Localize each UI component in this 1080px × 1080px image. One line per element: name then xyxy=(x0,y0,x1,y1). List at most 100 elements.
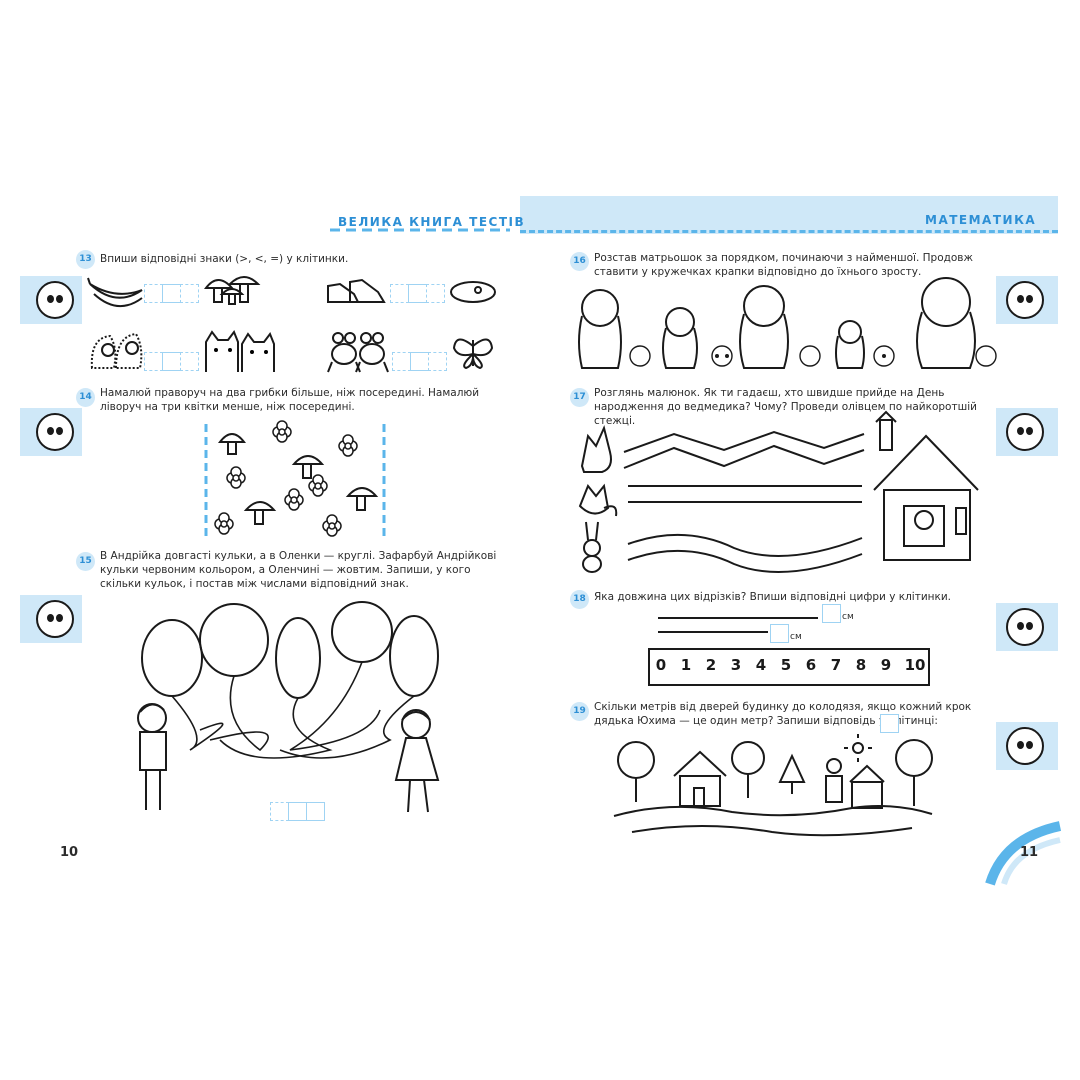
face-tab-15 xyxy=(20,595,82,643)
page-number-right: 11 xyxy=(1020,845,1039,860)
task-13-number: 13 xyxy=(76,250,95,269)
task-17-number: 17 xyxy=(570,388,589,407)
header-left-dash xyxy=(330,228,510,232)
compare-cell[interactable] xyxy=(408,284,427,303)
nesting-dolls-figure xyxy=(578,277,997,369)
smiley-face-icon xyxy=(1006,727,1044,765)
tree-icon xyxy=(895,739,933,806)
compare-cell[interactable] xyxy=(144,352,163,371)
tree-icon xyxy=(778,753,806,794)
compare-cell[interactable] xyxy=(180,284,199,303)
ruler-tick: 1 xyxy=(680,656,692,674)
mushrooms-icon xyxy=(203,276,261,305)
smiley-face-icon xyxy=(1006,608,1044,646)
segment-2-length-cell[interactable] xyxy=(770,624,789,643)
smiley-face-icon xyxy=(36,413,74,451)
compare-cell[interactable] xyxy=(428,352,447,371)
cats-icon xyxy=(205,329,275,372)
task-19-number: 19 xyxy=(570,702,589,721)
smiley-face-icon xyxy=(1006,413,1044,451)
ruler-tick: 9 xyxy=(880,656,892,674)
balloon-icon xyxy=(389,615,439,697)
girl-icon xyxy=(394,709,440,813)
ruler-tick: 8 xyxy=(855,656,867,674)
ruler-tick: 4 xyxy=(755,656,767,674)
wolf-icon xyxy=(580,424,612,473)
ruler-tick: 5 xyxy=(780,656,792,674)
task-14-text: Намалюй праворуч на два грибки більше, н… xyxy=(100,387,480,413)
ruler-tick: 2 xyxy=(705,656,717,674)
smiley-face-icon xyxy=(36,281,74,319)
segment-1-length-cell[interactable] xyxy=(822,604,841,623)
ruler-tick: 0 xyxy=(655,656,667,674)
sun-icon xyxy=(844,734,872,762)
face-tab-18 xyxy=(996,603,1058,651)
compare-cell[interactable] xyxy=(162,284,181,303)
house-icon xyxy=(673,750,727,807)
task-15-text: В Андрійка довгасті кульки, а в Оленки —… xyxy=(100,550,497,590)
subject-title: МАТЕМАТИКА xyxy=(925,213,1037,227)
answer-cell[interactable] xyxy=(270,802,289,821)
bananas-icon xyxy=(87,277,143,307)
village-well-figure xyxy=(613,734,933,837)
face-tab-16 xyxy=(996,276,1058,324)
tree-icon xyxy=(617,741,655,802)
task-18-text: Яка довжина цих відрізків? Впиши відпові… xyxy=(594,591,952,603)
compare-cell[interactable] xyxy=(410,352,429,371)
compare-cell[interactable] xyxy=(390,284,409,303)
task-19-text: Скільки метрів від дверей будинку до кол… xyxy=(594,701,972,727)
well-icon xyxy=(849,764,885,809)
balloon-icon xyxy=(199,603,269,677)
ruler-tick: 10 xyxy=(904,656,926,674)
ruler-tick: 3 xyxy=(730,656,742,674)
tree-icon xyxy=(731,741,765,798)
task-14-number: 14 xyxy=(76,388,95,407)
butterfly-icon xyxy=(452,338,494,370)
page-corner-swirl xyxy=(985,821,1062,886)
rabbit-icon xyxy=(582,521,602,573)
task-16-number: 16 xyxy=(570,252,589,271)
balloon-icon xyxy=(331,601,393,663)
compare-cell[interactable] xyxy=(392,352,411,371)
task-16-text: Розстав матрьошок за порядком, починаючи… xyxy=(594,252,973,278)
answer-cell[interactable] xyxy=(306,802,325,821)
task-17-text: Розглянь малюнок. Як ти гадаєш, хто швид… xyxy=(594,387,977,427)
answer-cell[interactable] xyxy=(288,802,307,821)
compare-cell[interactable] xyxy=(144,284,163,303)
balloon-icon xyxy=(275,617,321,699)
face-tab-17 xyxy=(996,408,1058,456)
mushrooms-flowers-figure xyxy=(204,420,386,538)
smiley-face-icon xyxy=(36,600,74,638)
boy-icon xyxy=(137,703,167,810)
header-dash xyxy=(520,230,1058,233)
smiley-face-icon xyxy=(1006,281,1044,319)
distance-answer-cell[interactable] xyxy=(880,714,899,733)
compare-cell[interactable] xyxy=(180,352,199,371)
frogs-icon xyxy=(327,332,389,373)
sneakers-icon xyxy=(327,278,386,303)
slipper-icon xyxy=(450,281,496,303)
hedgehogs-icon xyxy=(90,332,143,369)
balloon-icon xyxy=(141,619,203,697)
segments-figure xyxy=(658,617,818,633)
task-18-number: 18 xyxy=(570,590,589,609)
segment-2-unit: см xyxy=(790,632,802,642)
bear-icon xyxy=(914,510,934,530)
ruler-tick: 7 xyxy=(830,656,842,674)
task-13-text: Впиши відповідні знаки (>, <, =) у кліти… xyxy=(100,253,349,265)
ruler-tick: 6 xyxy=(805,656,817,674)
compare-cell[interactable] xyxy=(162,352,181,371)
paths-to-house-figure xyxy=(578,410,979,573)
ruler: 0 1 2 3 4 5 6 7 8 9 10 xyxy=(648,648,930,686)
face-tab-19 xyxy=(996,722,1058,770)
compare-cell[interactable] xyxy=(426,284,445,303)
header-band xyxy=(520,196,1058,234)
balloons-figure xyxy=(137,601,440,813)
page-number-left: 10 xyxy=(60,845,79,860)
book-title: ВЕЛИКА КНИГА ТЕСТІВ xyxy=(338,215,526,229)
face-tab-13 xyxy=(20,276,82,324)
nesting-doll-icon xyxy=(578,277,976,369)
task-15-number: 15 xyxy=(76,552,95,571)
face-tab-14 xyxy=(20,408,82,456)
house-icon xyxy=(873,410,979,561)
